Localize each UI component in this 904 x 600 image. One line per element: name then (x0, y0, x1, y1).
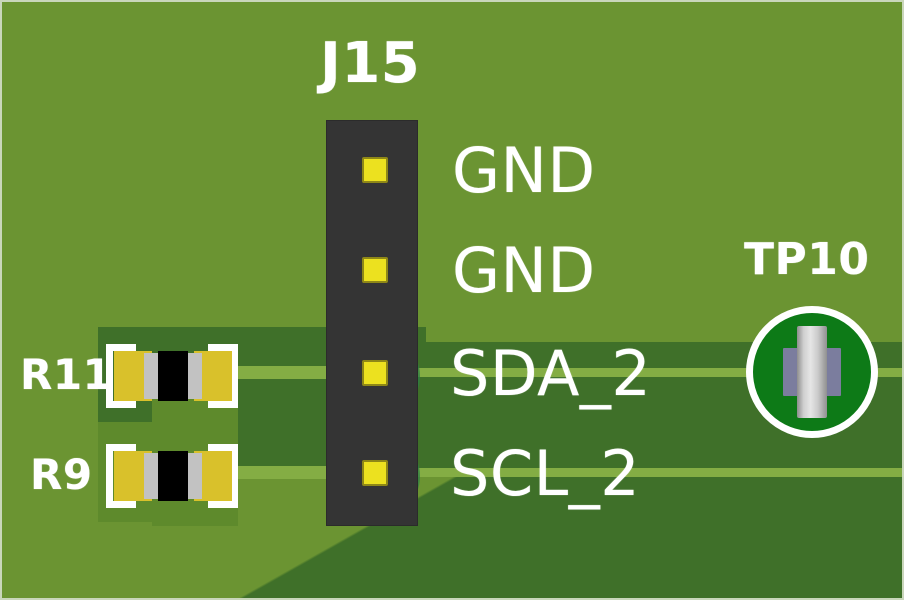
resistor-r9-body (158, 451, 188, 501)
resistor-r11[interactable] (114, 351, 232, 401)
resistor-designator-r9: R9 (30, 450, 93, 499)
connector-designator-label: J15 (320, 31, 421, 96)
connector-pad-pin1[interactable] (362, 157, 388, 183)
pin-label-4: SCL_2 (450, 437, 641, 510)
pin-label-3: SDA_2 (450, 337, 652, 410)
resistor-designator-r11: R11 (20, 350, 113, 399)
pin-label-2: GND (452, 234, 596, 307)
testpoint-designator-tp10: TP10 (744, 234, 870, 285)
pin-label-1: GND (452, 134, 596, 207)
testpoint-pin-tp10 (797, 326, 827, 418)
resistor-r9-term-right (188, 453, 202, 499)
connector-pad-pin4[interactable] (362, 460, 388, 486)
silkscreen-bracket-r9 (106, 444, 238, 508)
resistor-r11-body (158, 351, 188, 401)
connector-pad-pin2[interactable] (362, 257, 388, 283)
trace-scl2 (238, 468, 902, 477)
resistor-r11-term-left (144, 353, 158, 399)
resistor-r9-term-left (144, 453, 158, 499)
connector-body-j15[interactable] (326, 120, 418, 526)
connector-pad-pin3[interactable] (362, 360, 388, 386)
silkscreen-bracket-r11 (106, 344, 238, 408)
resistor-r9[interactable] (114, 451, 232, 501)
resistor-r11-term-right (188, 353, 202, 399)
trace-r11-stub (224, 366, 344, 379)
trace-r9-stub (224, 466, 344, 479)
trace-sda2 (238, 368, 902, 377)
